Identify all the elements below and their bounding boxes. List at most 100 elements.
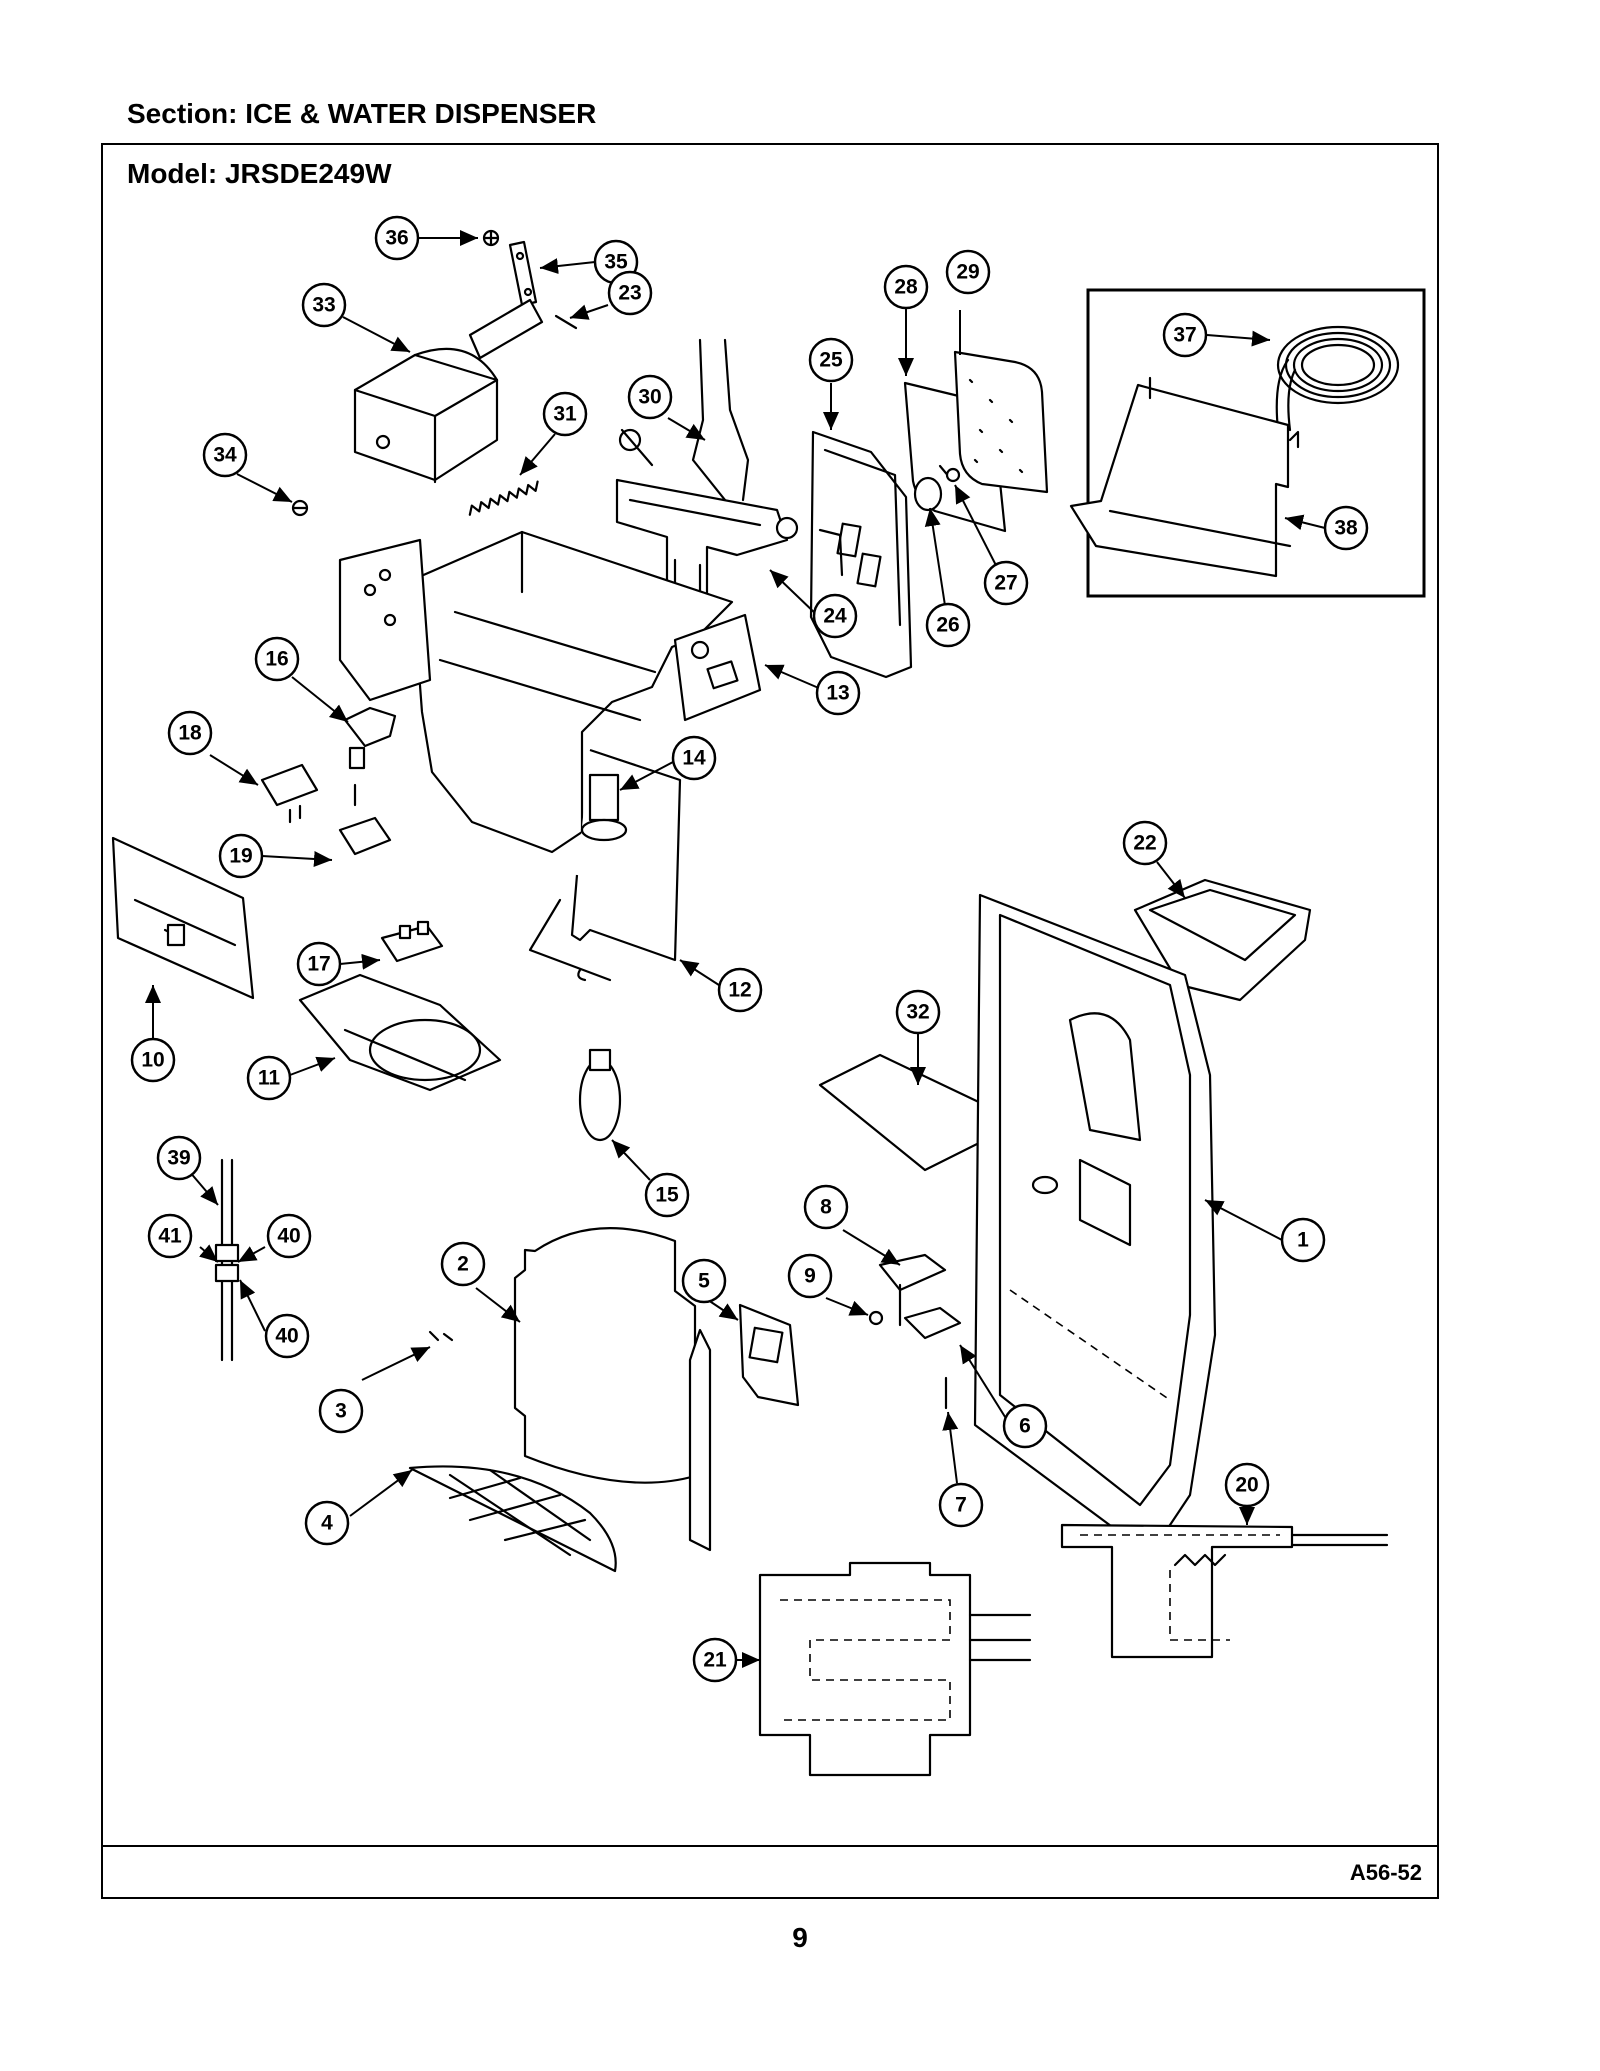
part-10-panel	[111, 836, 255, 1000]
svg-text:25: 25	[819, 349, 843, 372]
part-24-actuator-arm	[615, 428, 799, 637]
callout-40-upper: 40	[266, 1213, 312, 1259]
leader-lines	[145, 230, 1326, 1668]
callout-26: 26	[925, 602, 971, 648]
svg-text:5: 5	[698, 1270, 710, 1293]
part-25-cover	[809, 430, 913, 679]
part-9-screw	[868, 1310, 884, 1326]
callout-33: 33	[301, 282, 347, 328]
callout-25: 25	[808, 337, 854, 383]
callout-37: 37	[1162, 312, 1208, 358]
svg-text:24: 24	[823, 605, 847, 628]
part-35-strap	[508, 240, 538, 307]
part-2-shield	[513, 1227, 712, 1552]
svg-text:1: 1	[1297, 1229, 1309, 1252]
callout-41: 41	[147, 1213, 193, 1259]
svg-text:26: 26	[936, 614, 959, 637]
inset-box	[1086, 288, 1426, 598]
svg-text:15: 15	[655, 1184, 679, 1207]
svg-text:32: 32	[906, 1001, 929, 1024]
part-5-switch-plate	[738, 1303, 800, 1407]
callout-24: 24	[812, 593, 858, 639]
part-31-spring	[468, 480, 539, 516]
svg-text:7: 7	[955, 1494, 967, 1517]
callout-5: 5	[681, 1258, 727, 1304]
callout-29: 29	[945, 249, 991, 295]
svg-text:12: 12	[728, 979, 751, 1002]
part-6-switch	[903, 1306, 962, 1340]
svg-text:17: 17	[307, 953, 330, 976]
svg-text:3: 3	[335, 1400, 347, 1423]
diagram-frame	[101, 143, 1439, 1899]
callout-22: 22	[1122, 820, 1168, 866]
svg-text:18: 18	[178, 722, 202, 745]
callout-36: 36	[374, 215, 420, 261]
part-30-wires	[691, 338, 750, 512]
callout-40-lower: 40	[264, 1313, 310, 1359]
part-26-washer	[913, 476, 943, 512]
callout-18: 18	[167, 710, 213, 756]
svg-text:14: 14	[682, 747, 706, 770]
callout-14: 14	[671, 735, 717, 781]
callout-39: 39	[156, 1135, 202, 1181]
svg-text:9: 9	[804, 1265, 816, 1288]
part-4-drip-tray	[408, 1465, 617, 1573]
part-20-heater	[1060, 1523, 1389, 1659]
svg-text:19: 19	[229, 845, 252, 868]
svg-text:23: 23	[618, 282, 641, 305]
callout-28: 28	[883, 264, 929, 310]
part-19-switch	[338, 783, 392, 856]
callout-31: 31	[542, 391, 588, 437]
part-1-dispenser-housing	[973, 893, 1217, 1557]
svg-text:27: 27	[994, 572, 1017, 595]
callout-27: 27	[983, 560, 1029, 606]
callout-20: 20	[1224, 1462, 1270, 1508]
callout-7: 7	[938, 1482, 984, 1528]
svg-text:30: 30	[638, 386, 661, 409]
callout-11: 11	[246, 1055, 292, 1101]
part-37-harness	[1275, 325, 1400, 432]
callout-19: 19	[218, 833, 264, 879]
callout-8: 8	[803, 1184, 849, 1230]
svg-text:11: 11	[258, 1067, 281, 1090]
part-14-socket	[580, 773, 628, 842]
callout-6: 6	[1002, 1403, 1048, 1449]
part-27-screw	[938, 464, 961, 483]
callout-9: 9	[787, 1253, 833, 1299]
svg-text:41: 41	[158, 1225, 182, 1248]
svg-text:8: 8	[820, 1196, 832, 1219]
svg-text:21: 21	[703, 1649, 727, 1672]
svg-text:35: 35	[604, 251, 628, 274]
part-32-label-sheet	[818, 1053, 987, 1172]
part-23-pin	[554, 314, 578, 330]
footer-divider	[101, 1845, 1439, 1847]
svg-text:36: 36	[385, 227, 408, 250]
svg-text:16: 16	[265, 648, 288, 671]
part-22-chute	[1133, 878, 1312, 1002]
part-39-41-water-line	[214, 1158, 240, 1362]
callout-15: 15	[644, 1172, 690, 1218]
svg-text:4: 4	[321, 1512, 333, 1535]
svg-text:40: 40	[277, 1225, 300, 1248]
callout-21: 21	[692, 1637, 738, 1683]
svg-text:33: 33	[312, 294, 335, 317]
part-21-heater-plate	[758, 1561, 1032, 1777]
callout-17: 17	[296, 941, 342, 987]
svg-text:22: 22	[1133, 832, 1156, 855]
svg-text:40: 40	[275, 1325, 298, 1348]
svg-text:6: 6	[1019, 1415, 1031, 1438]
part-18-switch	[260, 763, 319, 824]
part-3-screw	[428, 1330, 454, 1342]
callout-13: 13	[815, 670, 861, 716]
svg-text:37: 37	[1173, 324, 1196, 347]
svg-text:34: 34	[213, 444, 237, 467]
svg-text:2: 2	[457, 1253, 469, 1276]
page-number: 9	[792, 1922, 808, 1953]
part-17-switch	[380, 920, 444, 963]
svg-text:38: 38	[1334, 517, 1358, 540]
part-34-screw	[291, 499, 309, 517]
svg-text:20: 20	[1235, 1474, 1258, 1497]
callout-4: 4	[304, 1500, 350, 1546]
part-15-bulb	[578, 1048, 622, 1142]
